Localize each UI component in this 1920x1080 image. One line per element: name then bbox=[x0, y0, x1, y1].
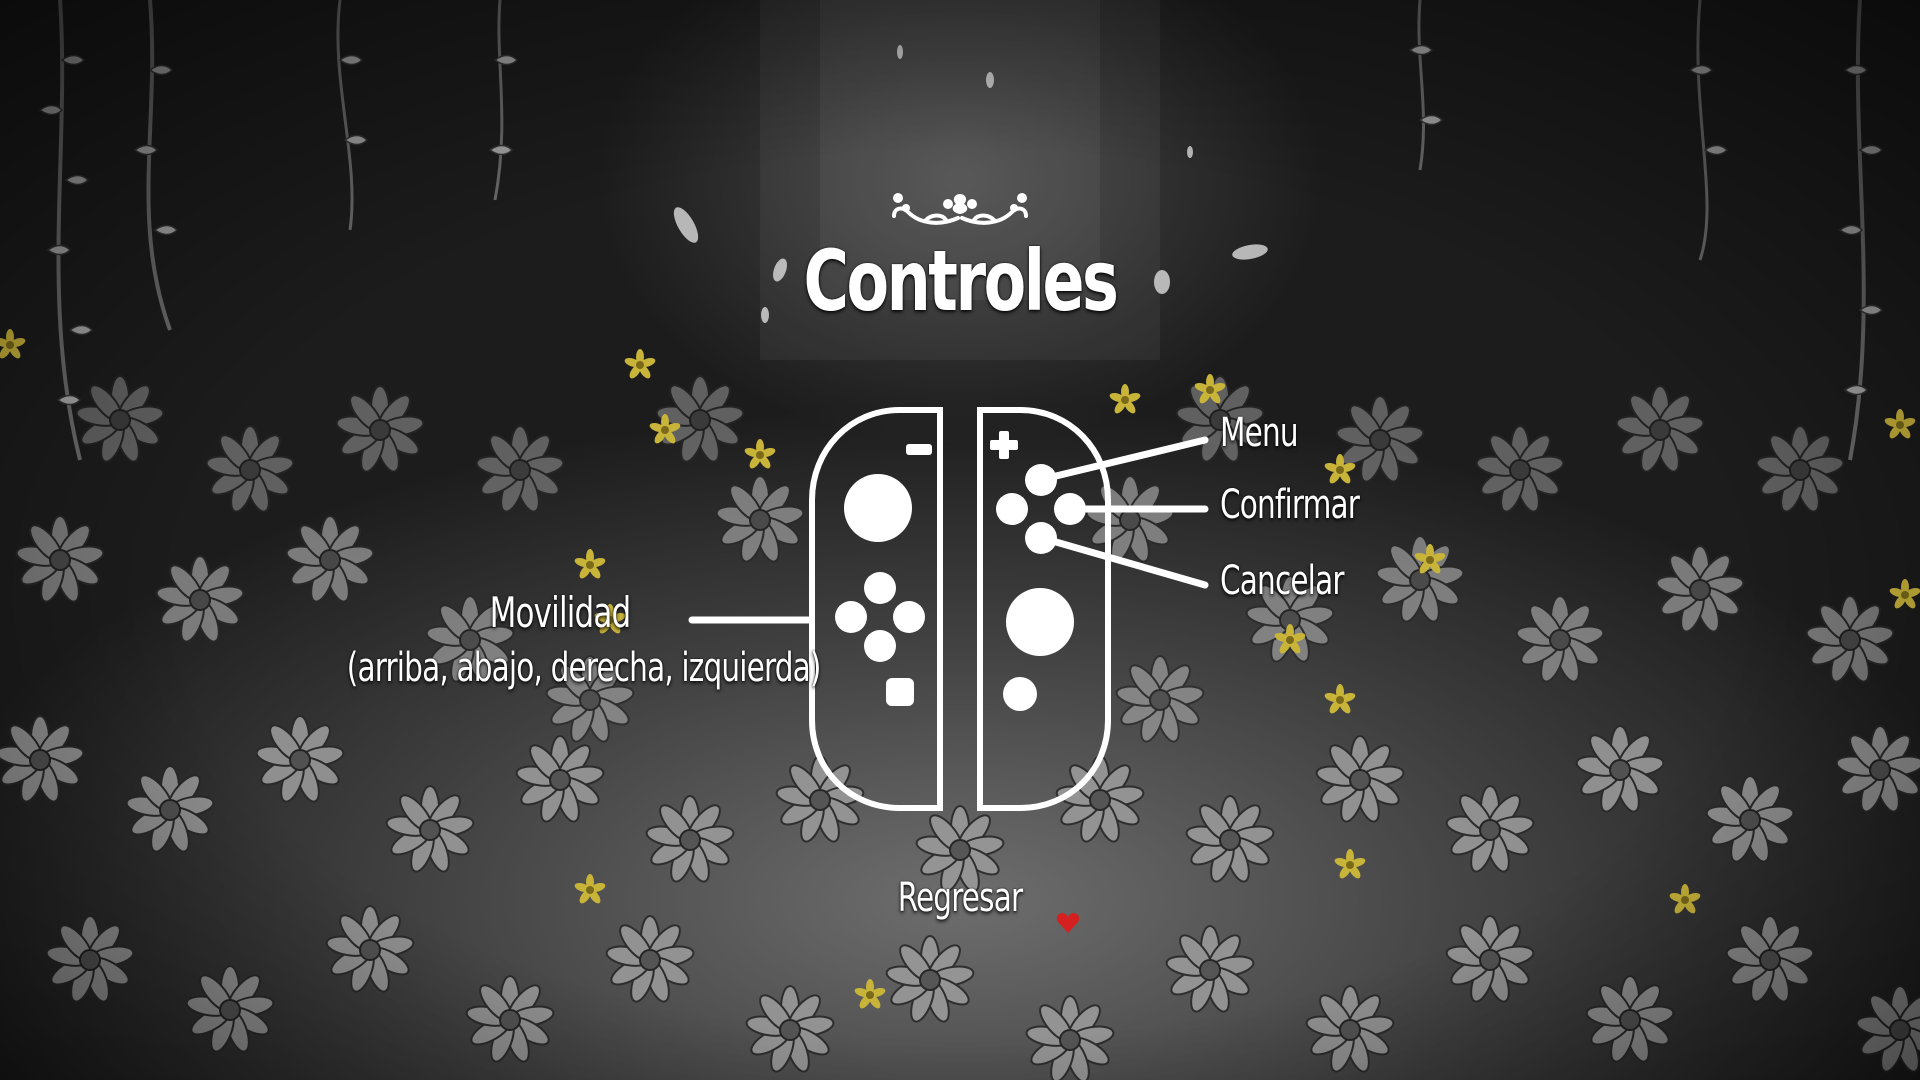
movement-label-group: Movilidad (arriba, abajo, derecha, izqui… bbox=[300, 588, 822, 691]
movement-label: Movilidad bbox=[489, 588, 632, 637]
menu-label: Menu bbox=[1220, 410, 1299, 456]
cancel-label: Cancelar bbox=[1220, 558, 1344, 604]
heart-icon bbox=[1056, 913, 1080, 933]
confirm-label: Confirmar bbox=[1220, 482, 1360, 528]
flourish-ornament-icon bbox=[892, 193, 1028, 225]
page-title: Controles bbox=[803, 232, 1119, 330]
back-button[interactable]: Regresar bbox=[897, 875, 1023, 921]
movement-detail-label: (arriba, abajo, derecha, izquierda) bbox=[346, 645, 822, 691]
